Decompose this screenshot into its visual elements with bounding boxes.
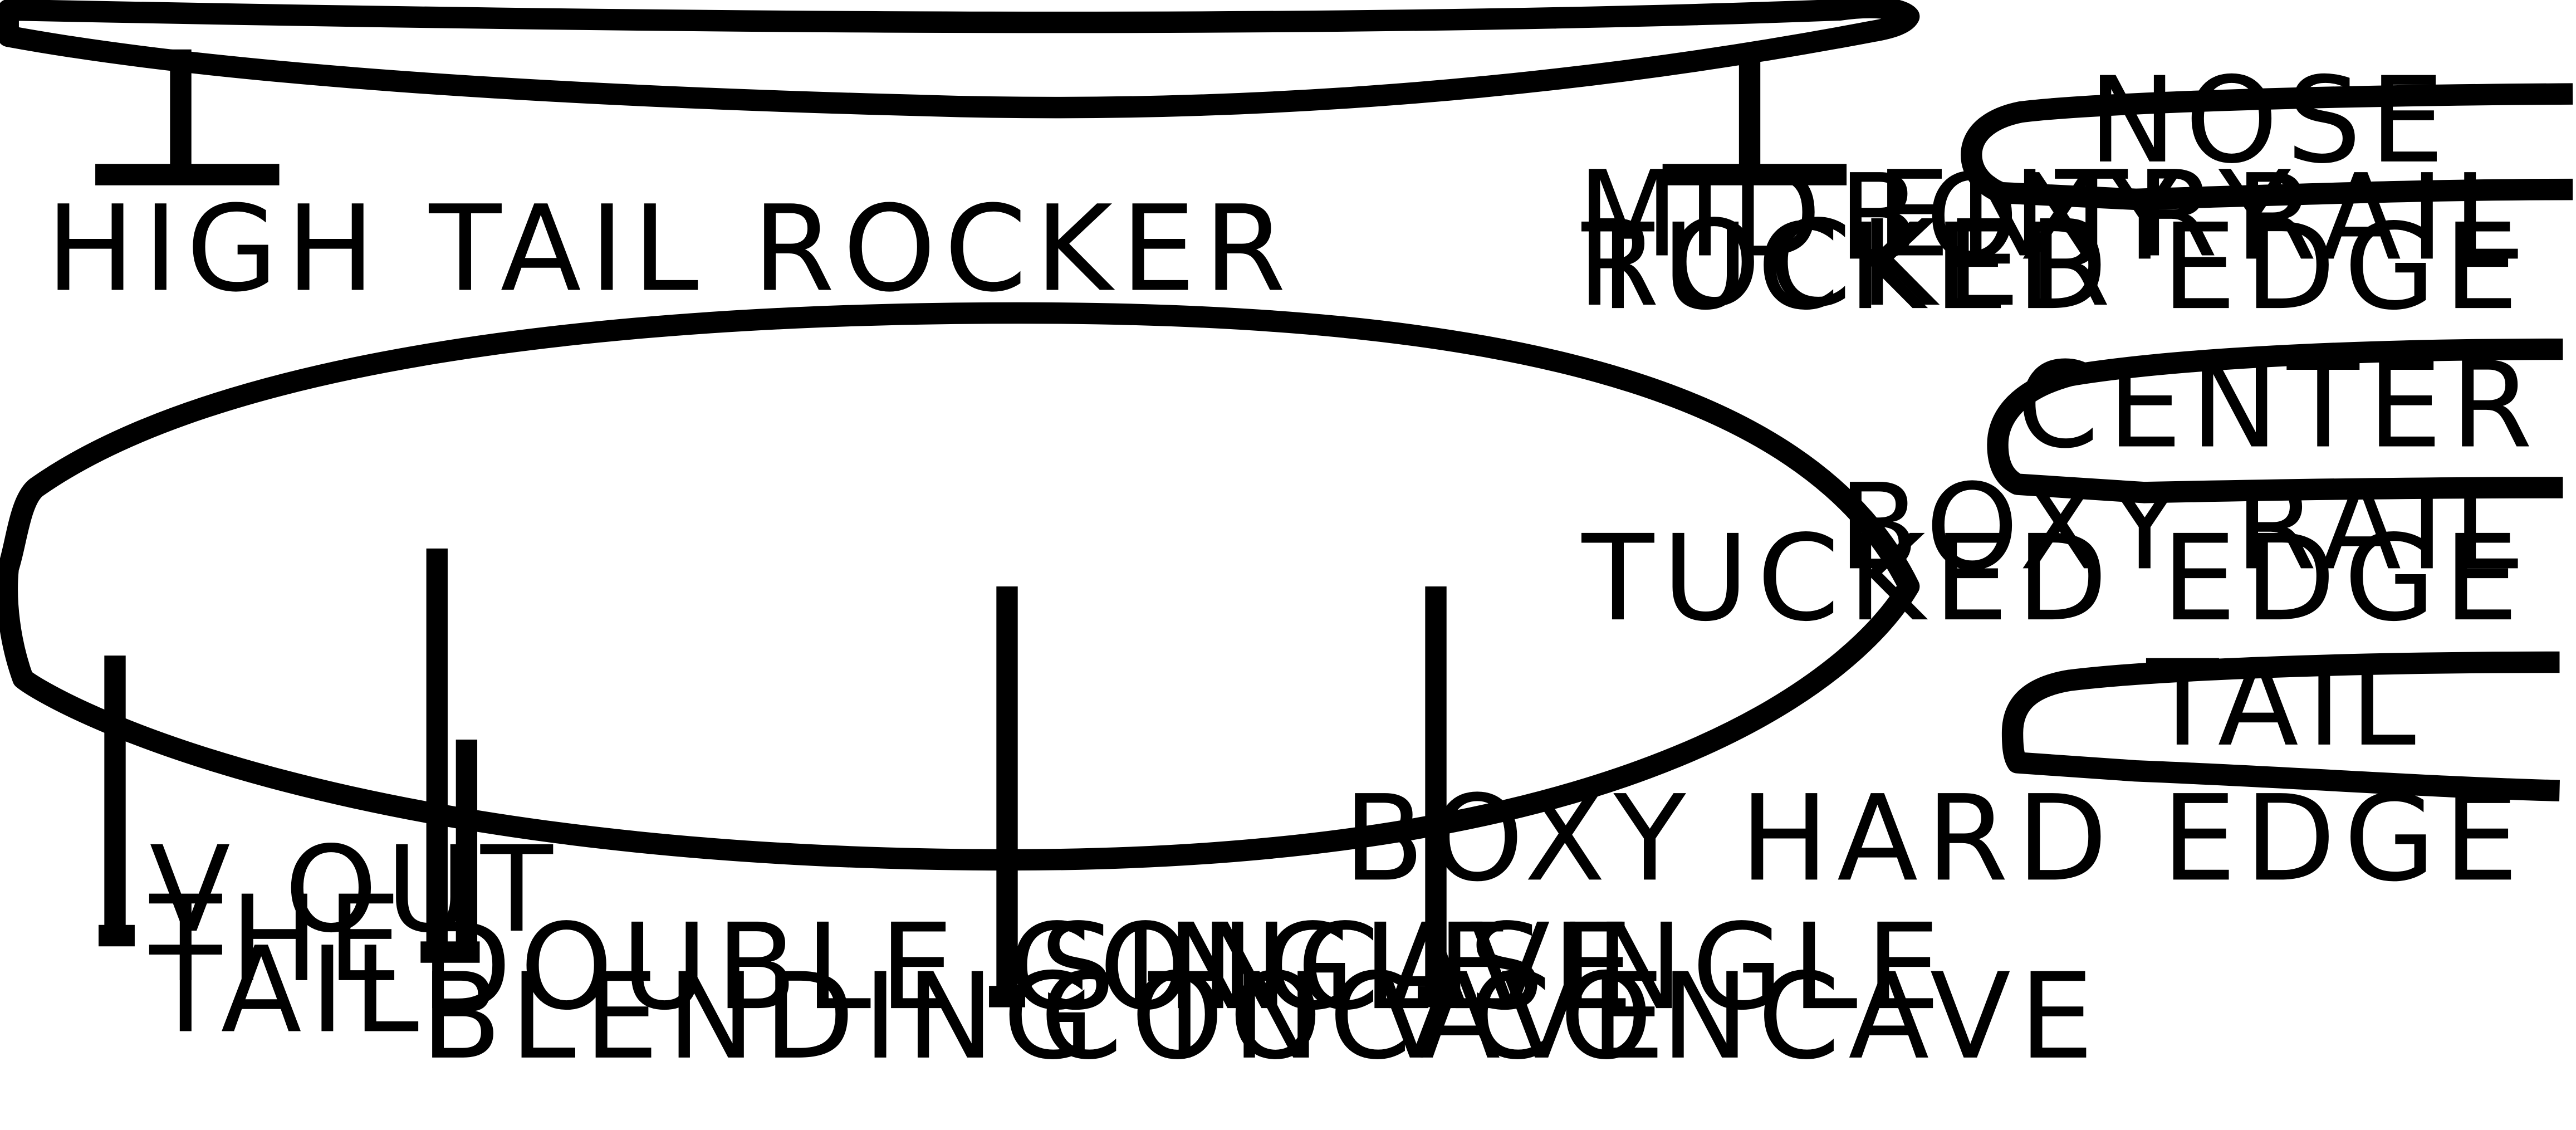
- v-out-tail-label-line3: TAIL: [149, 922, 427, 1059]
- nose-rail-profile: [1961, 83, 2573, 211]
- high-tail-rocker-label: HIGH TAIL ROCKER: [46, 180, 1294, 318]
- nose-rail-label-line1: BOXY RAIL: [1838, 149, 2526, 287]
- center-rail-label-line2: TUCKED EDGE: [1581, 510, 2527, 648]
- v-out-tail-label-line1: V OUT: [149, 821, 561, 959]
- side-profile-outline: [0, 0, 1920, 119]
- center-label: CENTER: [2016, 337, 2540, 474]
- nose-label: NOSE: [2088, 52, 2452, 190]
- tail-rocker-marker: [95, 49, 280, 185]
- nose-rail-label-line2: TUCKED EDGE: [1581, 199, 2527, 336]
- tail-label: TAIL: [2146, 635, 2425, 773]
- single-concave-2-label-line1: SINGLE: [1469, 899, 1949, 1036]
- single-concave-marker-2: [1418, 586, 1454, 1007]
- center-rail-label-line1: BOXY RAIL: [1838, 459, 2526, 596]
- single-concave-2-label-line2: CONCAVE: [1469, 948, 2102, 1086]
- tail-rail-label: BOXY HARD EDGE: [1343, 770, 2526, 908]
- single-concave-1-label-line2: CONCAVE: [1040, 948, 1673, 1086]
- double-concave-label-line2: BLENDING TO V: [420, 948, 1465, 1086]
- center-rail-profile: [1987, 338, 2563, 503]
- double-concave-marker: [420, 548, 480, 963]
- single-concave-marker-1: [989, 586, 1025, 1007]
- board-bottom-outline: [0, 302, 1920, 871]
- v-out-tail-marker: [99, 656, 135, 947]
- entry-rocker-marker: [1662, 46, 1847, 185]
- v-out-tail-label-line2: THE: [149, 871, 410, 1009]
- tail-rail-profile: [2001, 651, 2560, 801]
- mid-entry-rocker-label-line1: MID ENTRY: [1577, 146, 2299, 283]
- mid-entry-rocker-label-line2: ROCKER: [1577, 195, 2119, 333]
